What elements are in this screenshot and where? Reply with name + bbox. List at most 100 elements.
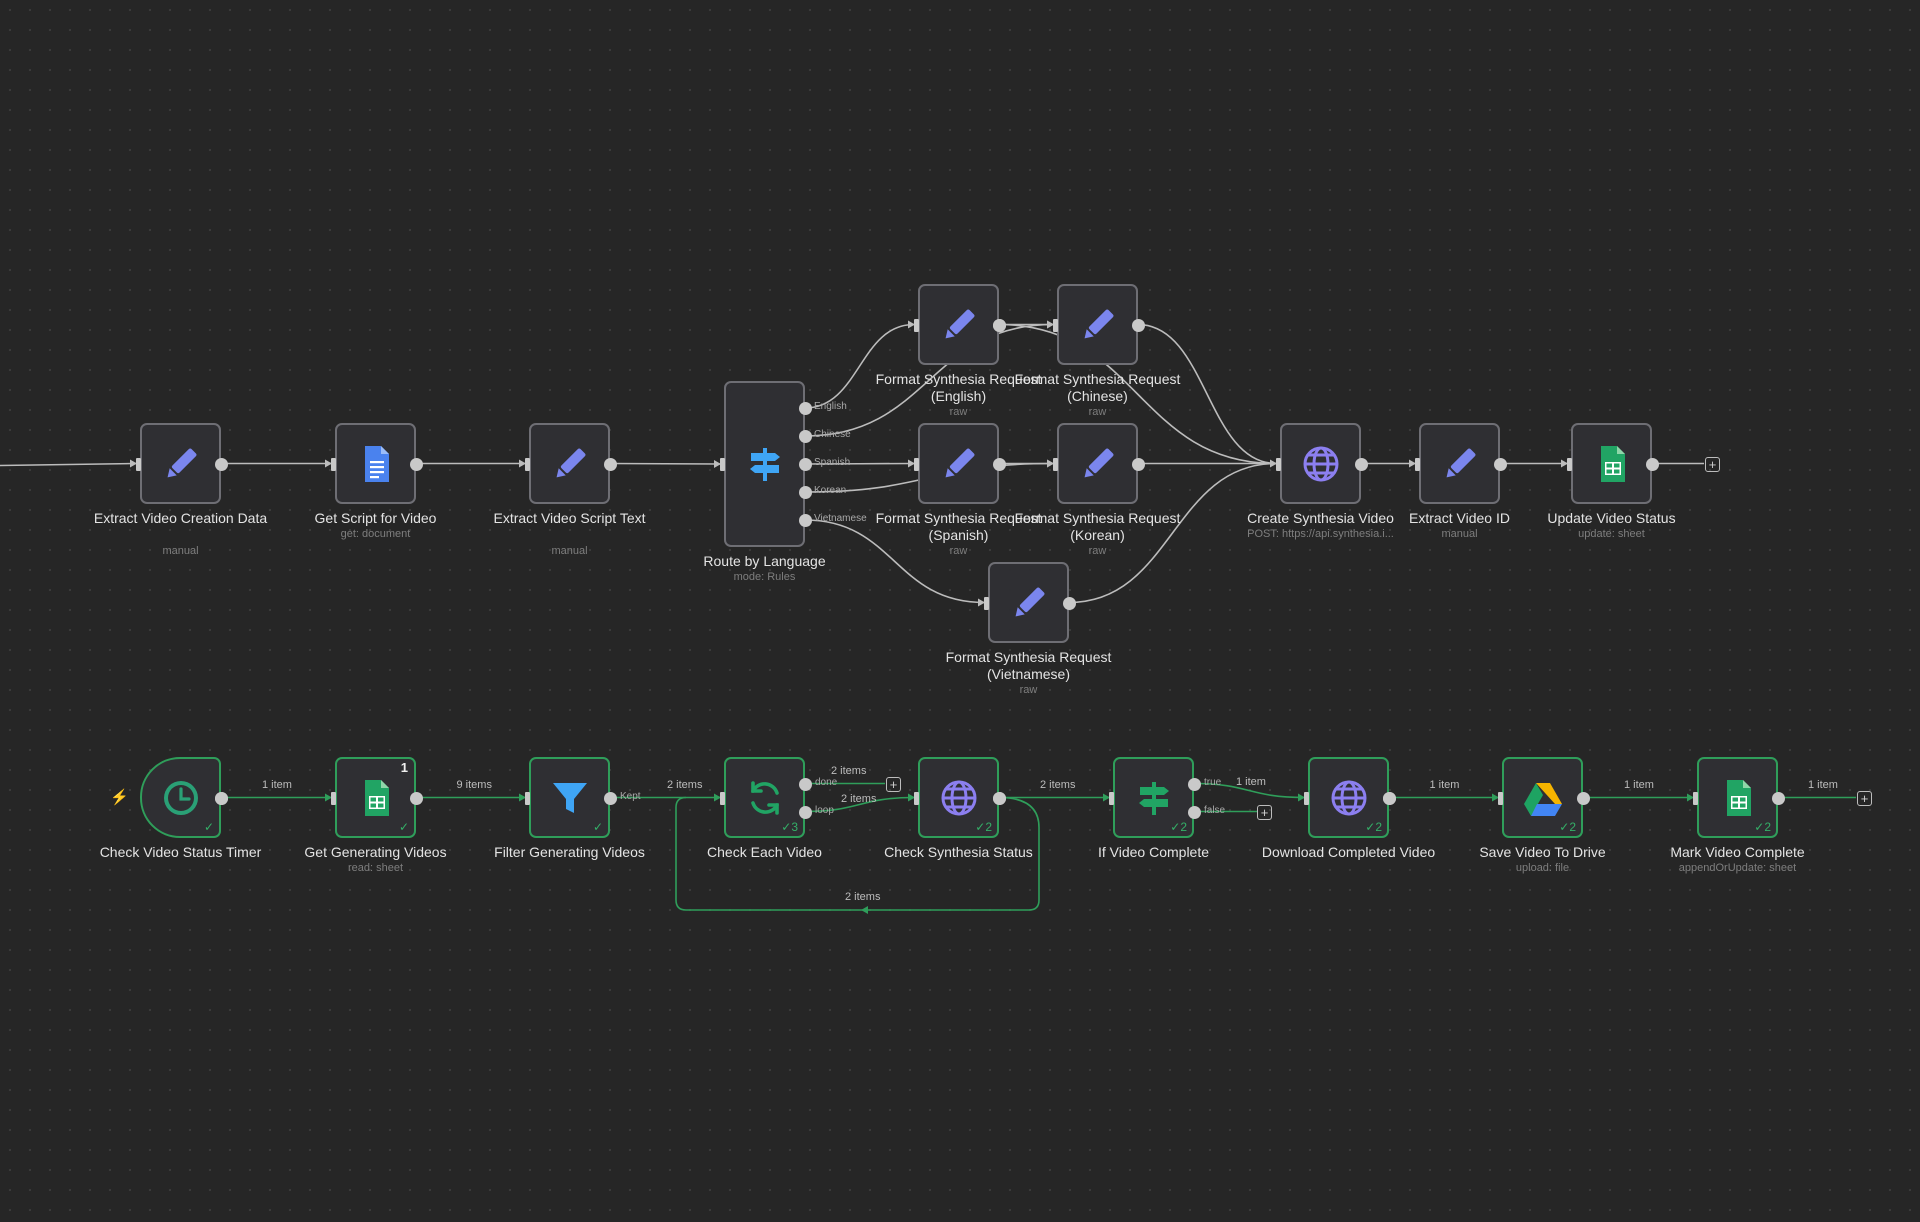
node-subtitle: read: sheet	[347, 862, 404, 874]
output-handle[interactable]	[1772, 791, 1785, 805]
output-handle[interactable]	[1188, 805, 1201, 819]
connection-item-count: 1 item	[1624, 778, 1654, 791]
connection-line[interactable]	[804, 796, 915, 813]
connection-line[interactable]	[804, 462, 915, 465]
output-handle[interactable]	[993, 791, 1006, 805]
input-handle[interactable]	[525, 457, 530, 471]
connection-line[interactable]	[1193, 782, 1305, 799]
node-if-complete[interactable]: ✓2	[1113, 757, 1194, 838]
connection-line[interactable]	[804, 323, 1054, 437]
connection-line[interactable]	[609, 462, 721, 465]
connection-arrow	[908, 793, 915, 802]
output-handle[interactable]	[215, 791, 228, 805]
output-handle[interactable]	[799, 486, 812, 499]
output-handle[interactable]	[1355, 457, 1368, 471]
input-handle[interactable]	[720, 791, 725, 805]
output-handle[interactable]	[799, 402, 812, 415]
connection-line[interactable]	[675, 796, 1040, 911]
output-handle[interactable]	[410, 791, 423, 805]
add-node-button[interactable]: +	[886, 776, 901, 792]
input-handle[interactable]	[331, 791, 336, 805]
google-sheets-icon	[1590, 442, 1634, 486]
input-handle[interactable]	[914, 457, 919, 471]
node-timer[interactable]: ✓	[140, 757, 221, 838]
add-node-button[interactable]: +	[1857, 790, 1872, 806]
output-handle[interactable]	[410, 457, 423, 471]
node-filter-generating[interactable]: ✓	[529, 757, 610, 838]
input-handle[interactable]	[1053, 457, 1058, 471]
output-handle[interactable]	[1494, 457, 1507, 471]
node-format-en[interactable]	[918, 284, 999, 365]
input-handle[interactable]	[1567, 457, 1572, 471]
add-node-button[interactable]: +	[1705, 456, 1720, 472]
node-extract-creation[interactable]	[140, 423, 221, 504]
node-get-script[interactable]	[335, 423, 416, 504]
input-handle[interactable]	[914, 791, 919, 805]
input-handle[interactable]	[331, 457, 336, 471]
input-handle[interactable]	[1498, 791, 1503, 805]
output-handle[interactable]	[1063, 596, 1076, 610]
input-handle[interactable]	[136, 457, 141, 471]
connection-line[interactable]	[0, 462, 137, 467]
output-handle[interactable]	[1577, 791, 1590, 805]
output-handle[interactable]	[799, 458, 812, 471]
output-handle[interactable]	[993, 457, 1006, 471]
input-handle[interactable]	[1109, 791, 1114, 805]
add-node-button[interactable]: +	[1257, 804, 1272, 820]
node-subtitle: manual	[551, 545, 588, 557]
node-download[interactable]: ✓2	[1308, 757, 1389, 838]
node-format-es[interactable]	[918, 423, 999, 504]
node-extract-id[interactable]	[1419, 423, 1500, 504]
output-handle[interactable]	[604, 791, 617, 805]
node-title: Format Synthesia Request (Spanish)	[875, 510, 1042, 543]
input-handle[interactable]	[914, 318, 919, 332]
output-handle[interactable]	[1132, 318, 1145, 332]
node-route-language[interactable]	[724, 381, 805, 547]
google-drive-icon	[1521, 776, 1565, 820]
node-title: Format Synthesia Request (English)	[875, 371, 1042, 404]
connection-line[interactable]	[998, 323, 1277, 465]
node-extract-script[interactable]	[529, 423, 610, 504]
output-handle[interactable]	[799, 777, 812, 791]
node-title: Check Video Status Timer	[99, 844, 262, 860]
output-handle[interactable]	[604, 457, 617, 471]
input-handle[interactable]	[1415, 457, 1420, 471]
output-handle[interactable]	[993, 318, 1006, 332]
success-check-icon: ✓3	[781, 820, 798, 834]
node-format-zh[interactable]	[1057, 284, 1138, 365]
node-check-status[interactable]: ✓2	[918, 757, 999, 838]
connection-line[interactable]	[804, 323, 915, 409]
pencil-icon	[1076, 303, 1120, 347]
input-handle[interactable]	[984, 596, 989, 610]
connection-arrow	[714, 460, 721, 468]
output-handle[interactable]	[1188, 777, 1201, 791]
node-get-generating[interactable]: ✓1	[335, 757, 416, 838]
output-handle[interactable]	[1383, 791, 1396, 805]
output-handle[interactable]	[799, 805, 812, 819]
output-handle[interactable]	[799, 514, 812, 527]
input-handle[interactable]	[1276, 457, 1281, 471]
connection-line[interactable]	[804, 519, 985, 604]
output-handle[interactable]	[799, 430, 812, 443]
node-title: Create Synthesia Video	[1247, 510, 1394, 526]
node-create-video[interactable]	[1280, 423, 1361, 504]
node-title: Extract Video Creation Data	[93, 510, 268, 526]
output-handle[interactable]	[1646, 457, 1659, 471]
node-format-ko[interactable]	[1057, 423, 1138, 504]
connection-item-count: 2 items	[841, 792, 877, 805]
input-handle[interactable]	[720, 458, 725, 471]
output-handle[interactable]	[215, 457, 228, 471]
input-handle[interactable]	[1053, 318, 1058, 332]
input-handle[interactable]	[1304, 791, 1309, 805]
connection-line[interactable]	[1137, 323, 1277, 465]
node-mark-complete[interactable]: ✓2	[1697, 757, 1778, 838]
node-update-status[interactable]	[1571, 423, 1652, 504]
input-handle[interactable]	[1693, 791, 1698, 805]
node-format-vi[interactable]	[988, 562, 1069, 643]
connection-line[interactable]	[1068, 462, 1277, 604]
output-handle[interactable]	[1132, 457, 1145, 471]
node-check-each[interactable]: ✓3	[724, 757, 805, 838]
input-handle[interactable]	[525, 791, 530, 805]
node-save-drive[interactable]: ✓2	[1502, 757, 1583, 838]
